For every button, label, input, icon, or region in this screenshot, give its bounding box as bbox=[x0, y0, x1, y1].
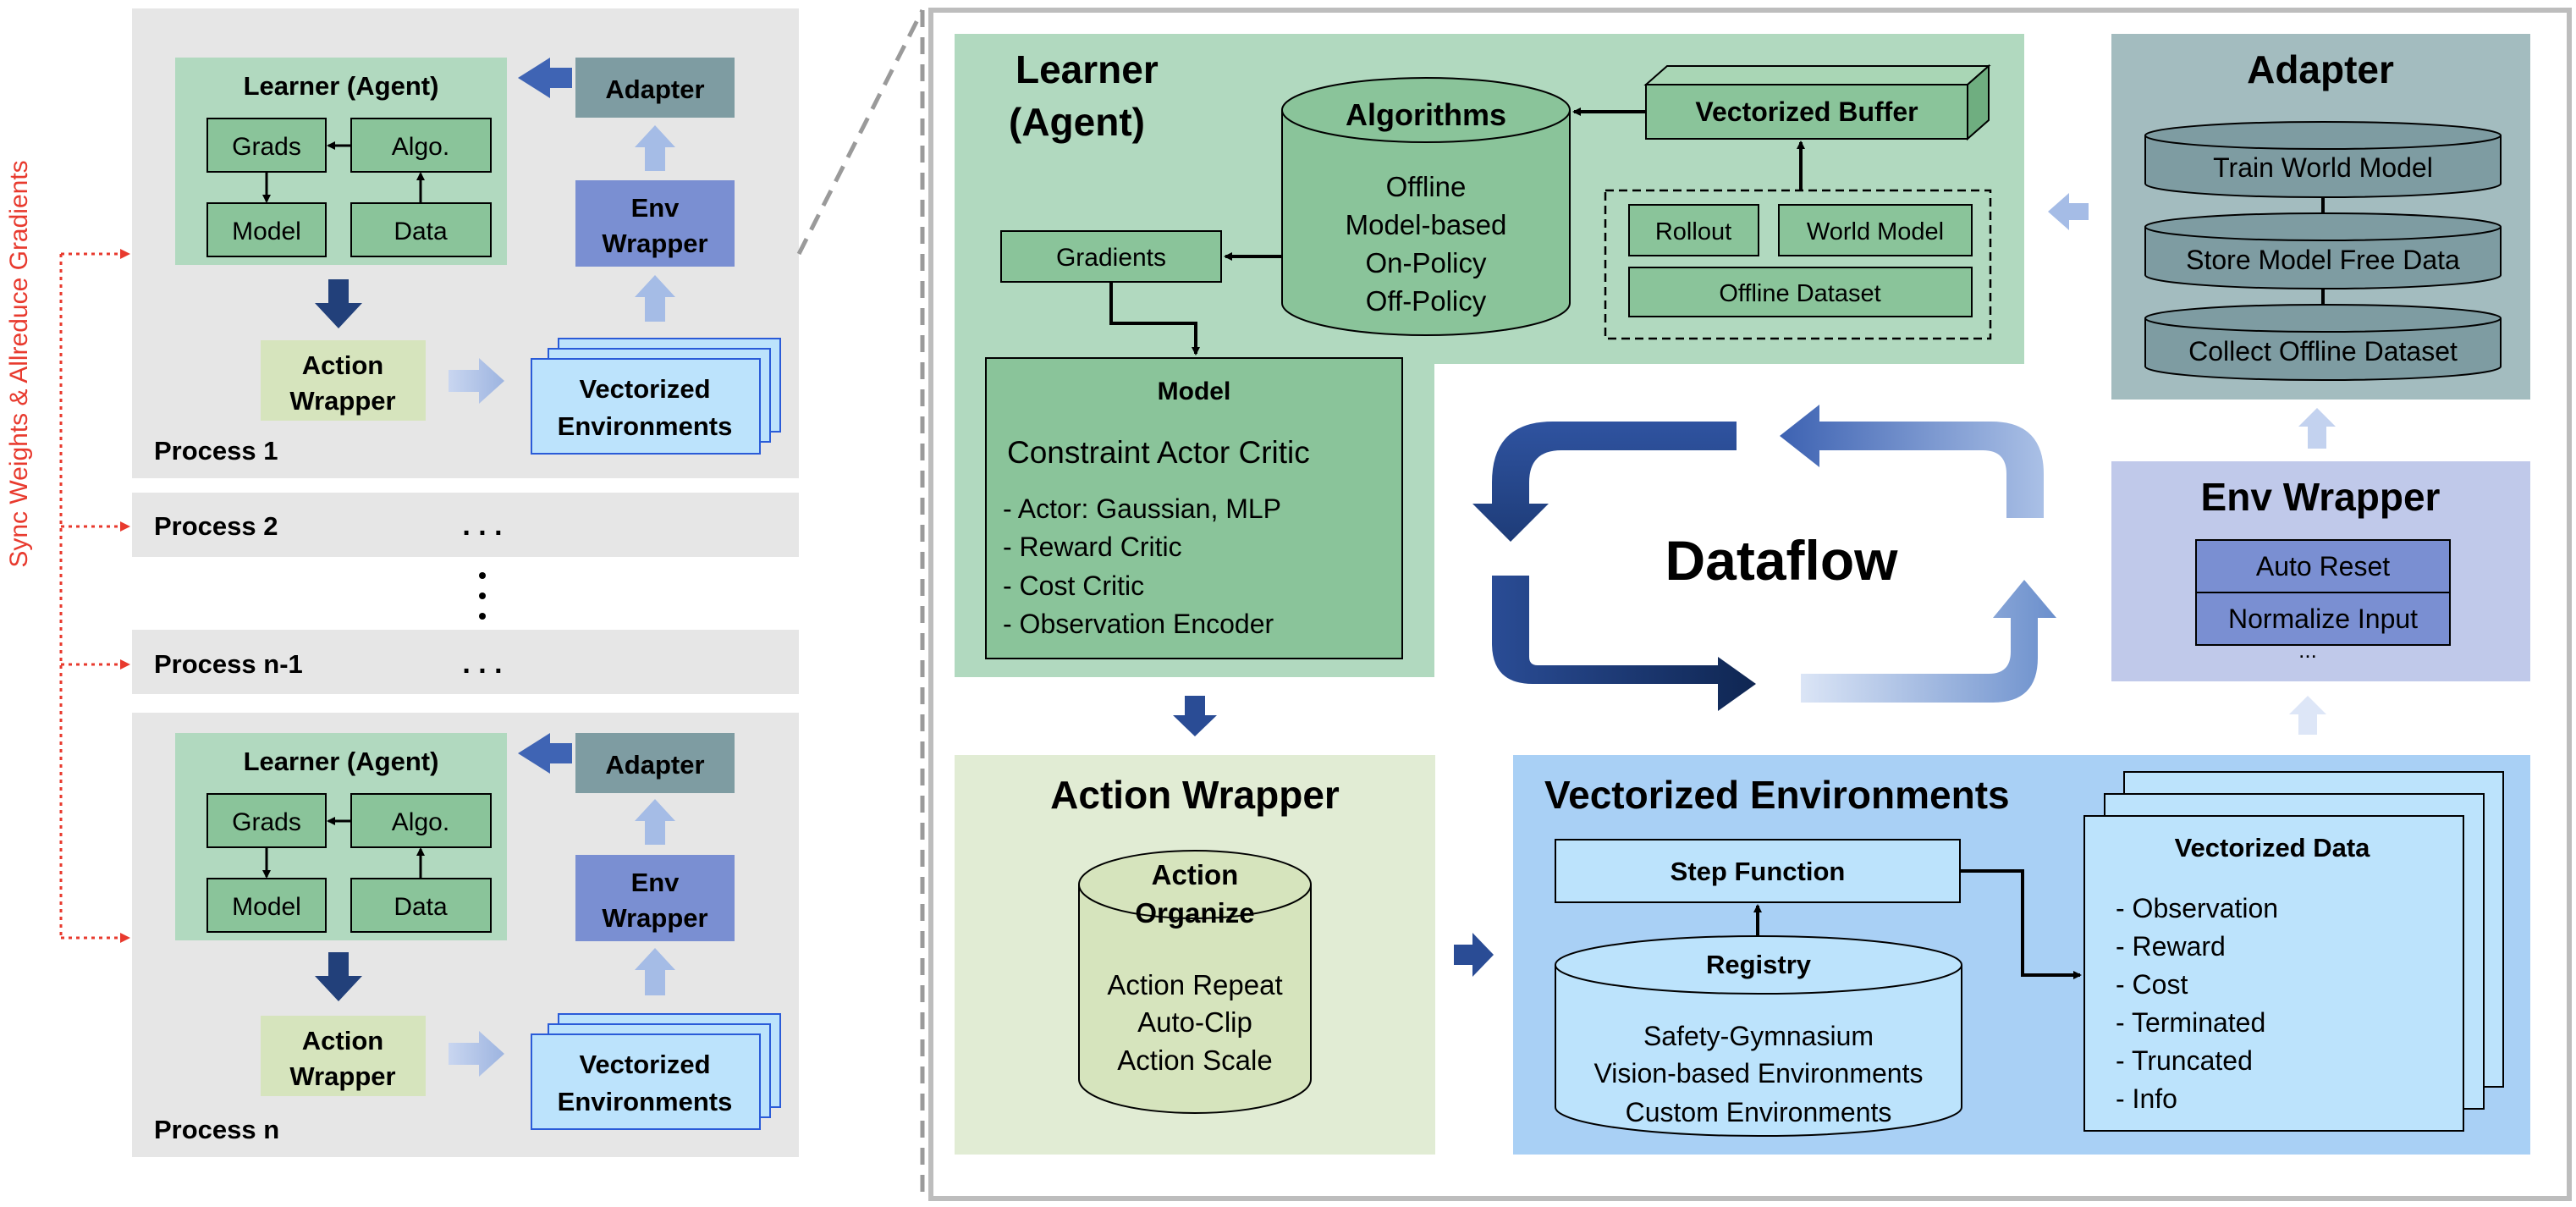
pn-data: Data bbox=[394, 893, 448, 921]
p1-action-wrapper-2: Wrapper bbox=[289, 386, 395, 416]
process-2-label: Process 2 bbox=[154, 511, 278, 541]
model-item-1: - Reward Critic bbox=[1003, 532, 1182, 562]
vec-data-item-0: - Observation bbox=[2116, 893, 2278, 923]
vec-env-title: Vectorized Environments bbox=[1544, 773, 2010, 817]
vectorized-buffer: Vectorized Buffer bbox=[1643, 63, 1991, 141]
pn-learner-title: Learner (Agent) bbox=[244, 747, 439, 776]
p1-process-label: Process 1 bbox=[154, 436, 278, 466]
vec-data-title: Vectorized Data bbox=[2175, 833, 2371, 863]
learner-title-2: (Agent) bbox=[1009, 100, 1145, 144]
model-item-3: - Observation Encoder bbox=[1003, 609, 1274, 639]
dataflow-cycle: Dataflow bbox=[1472, 405, 2056, 711]
learner-to-action-arrow bbox=[1173, 696, 1217, 736]
env-wrapper-title: Env Wrapper bbox=[2201, 475, 2441, 519]
model-subtitle: Constraint Actor Critic bbox=[1007, 435, 1310, 470]
process-n1-label: Process n-1 bbox=[154, 649, 303, 679]
pn-grads: Grads bbox=[232, 808, 301, 836]
pn-adapter: Adapter bbox=[605, 750, 704, 780]
p1-action-wrapper-1: Action bbox=[302, 350, 383, 380]
adapter-item-0: Train World Model bbox=[2213, 152, 2433, 183]
learner-region: Learner (Agent) Algorithms Offline Model… bbox=[955, 34, 2024, 677]
algorithms-item-1: Model-based bbox=[1346, 209, 1507, 240]
pn-process-label: Process n bbox=[154, 1115, 279, 1144]
pn-action-wrapper-1: Action bbox=[302, 1026, 383, 1055]
learner-title-1: Learner bbox=[1016, 47, 1159, 91]
action-item-1: Auto-Clip bbox=[1137, 1006, 1252, 1038]
model-item-0: - Actor: Gaussian, MLP bbox=[1003, 493, 1281, 524]
p1-vec-env-2: Environments bbox=[558, 411, 733, 441]
p1-model: Model bbox=[232, 218, 301, 245]
p1-vec-env-1: Vectorized bbox=[579, 374, 710, 404]
gradients-label: Gradients bbox=[1056, 244, 1166, 272]
vec-data-item-4: - Truncated bbox=[2116, 1045, 2253, 1076]
action-item-0: Action Repeat bbox=[1107, 969, 1282, 1000]
process-n-block: Learner (Agent) Grads Algo. Model Data A… bbox=[132, 713, 799, 1157]
vec-data-item-3: - Terminated bbox=[2116, 1007, 2265, 1038]
rollout-label: Rollout bbox=[1655, 218, 1731, 245]
registry-title: Registry bbox=[1706, 950, 1812, 979]
p1-learner-title: Learner (Agent) bbox=[244, 71, 439, 101]
adapter-item-1: Store Model Free Data bbox=[2186, 245, 2460, 275]
vectorized-envs-region: Vectorized Environments Step Function Re… bbox=[1513, 755, 2530, 1155]
action-organize-2: Organize bbox=[1135, 897, 1254, 929]
env-wrapper-more: ... bbox=[2298, 637, 2317, 663]
main-panel: Learner (Agent) Algorithms Offline Model… bbox=[928, 8, 2572, 1201]
dataflow-label: Dataflow bbox=[1665, 529, 1898, 592]
envwrapper-to-adapter-arrow bbox=[2298, 408, 2336, 449]
p1-grads: Grads bbox=[232, 133, 301, 161]
algorithms-item-0: Offline bbox=[1386, 171, 1467, 202]
algorithms-item-3: Off-Policy bbox=[1366, 285, 1487, 317]
model-title: Model bbox=[1158, 378, 1231, 405]
adapter-title: Adapter bbox=[2247, 47, 2394, 91]
p1-data: Data bbox=[394, 218, 448, 245]
vecenv-to-envwrapper-arrow bbox=[2289, 696, 2326, 735]
pn-vec-env-2: Environments bbox=[558, 1087, 733, 1116]
algorithms-item-2: On-Policy bbox=[1365, 247, 1487, 278]
process-1-block: Learner (Agent) Grads Algo. Model Data A… bbox=[132, 8, 799, 478]
vec-data-item-2: - Cost bbox=[2116, 969, 2188, 1000]
process-2-ellipsis: . . . bbox=[462, 510, 502, 542]
process-n1-ellipsis: . . . bbox=[462, 648, 502, 680]
p1-algo: Algo. bbox=[392, 133, 449, 161]
model-item-2: - Cost Critic bbox=[1003, 570, 1144, 601]
action-wrapper-region: Action Wrapper Action Organize Action Re… bbox=[955, 755, 1435, 1155]
registry-item-1: Vision-based Environments bbox=[1594, 1058, 1924, 1089]
pn-action-wrapper-2: Wrapper bbox=[289, 1061, 395, 1091]
p1-env-wrapper-1: Env bbox=[631, 193, 680, 223]
env-wrapper-region: Env Wrapper Auto Reset Normalize Input .… bbox=[2111, 461, 2530, 681]
pn-algo: Algo. bbox=[392, 808, 449, 836]
pn-env-wrapper-2: Wrapper bbox=[602, 903, 707, 933]
p1-adapter: Adapter bbox=[605, 74, 704, 104]
pn-model: Model bbox=[232, 893, 301, 921]
env-wrapper-item-0: Auto Reset bbox=[2256, 551, 2390, 581]
env-wrapper-item-1: Normalize Input bbox=[2228, 604, 2418, 634]
algorithms-cylinder: Algorithms Offline Model-based On-Policy… bbox=[1281, 77, 1571, 336]
left-panel: Sync Weights & Allreduce Gradients Learn… bbox=[5, 8, 799, 1157]
sync-label: Sync Weights & Allreduce Gradients bbox=[5, 160, 33, 567]
world-model-label: World Model bbox=[1807, 218, 1944, 245]
offline-dataset-label: Offline Dataset bbox=[1719, 280, 1880, 307]
vec-data-item-5: - Info bbox=[2116, 1083, 2177, 1114]
vec-data-item-1: - Reward bbox=[2116, 931, 2226, 962]
p1-env-wrapper-2: Wrapper bbox=[602, 229, 707, 258]
action-item-2: Action Scale bbox=[1117, 1044, 1272, 1076]
action-organize-1: Action bbox=[1152, 859, 1239, 890]
registry-item-2: Custom Environments bbox=[1626, 1097, 1892, 1127]
algorithms-title: Algorithms bbox=[1346, 97, 1506, 132]
adapter-item-2: Collect Offline Dataset bbox=[2188, 336, 2458, 367]
pn-env-wrapper-1: Env bbox=[631, 868, 680, 897]
vectorized-buffer-label: Vectorized Buffer bbox=[1695, 96, 1918, 127]
step-function-label: Step Function bbox=[1671, 857, 1846, 886]
pn-vec-env-1: Vectorized bbox=[579, 1050, 710, 1079]
adapter-to-learner-arrow bbox=[2048, 193, 2089, 230]
action-wrapper-title: Action Wrapper bbox=[1050, 773, 1340, 817]
registry-item-0: Safety-Gymnasium bbox=[1643, 1021, 1874, 1051]
action-to-vecenv-arrow bbox=[1454, 933, 1494, 977]
adapter-region: Adapter Train World Model Store Model Fr… bbox=[2111, 34, 2530, 400]
